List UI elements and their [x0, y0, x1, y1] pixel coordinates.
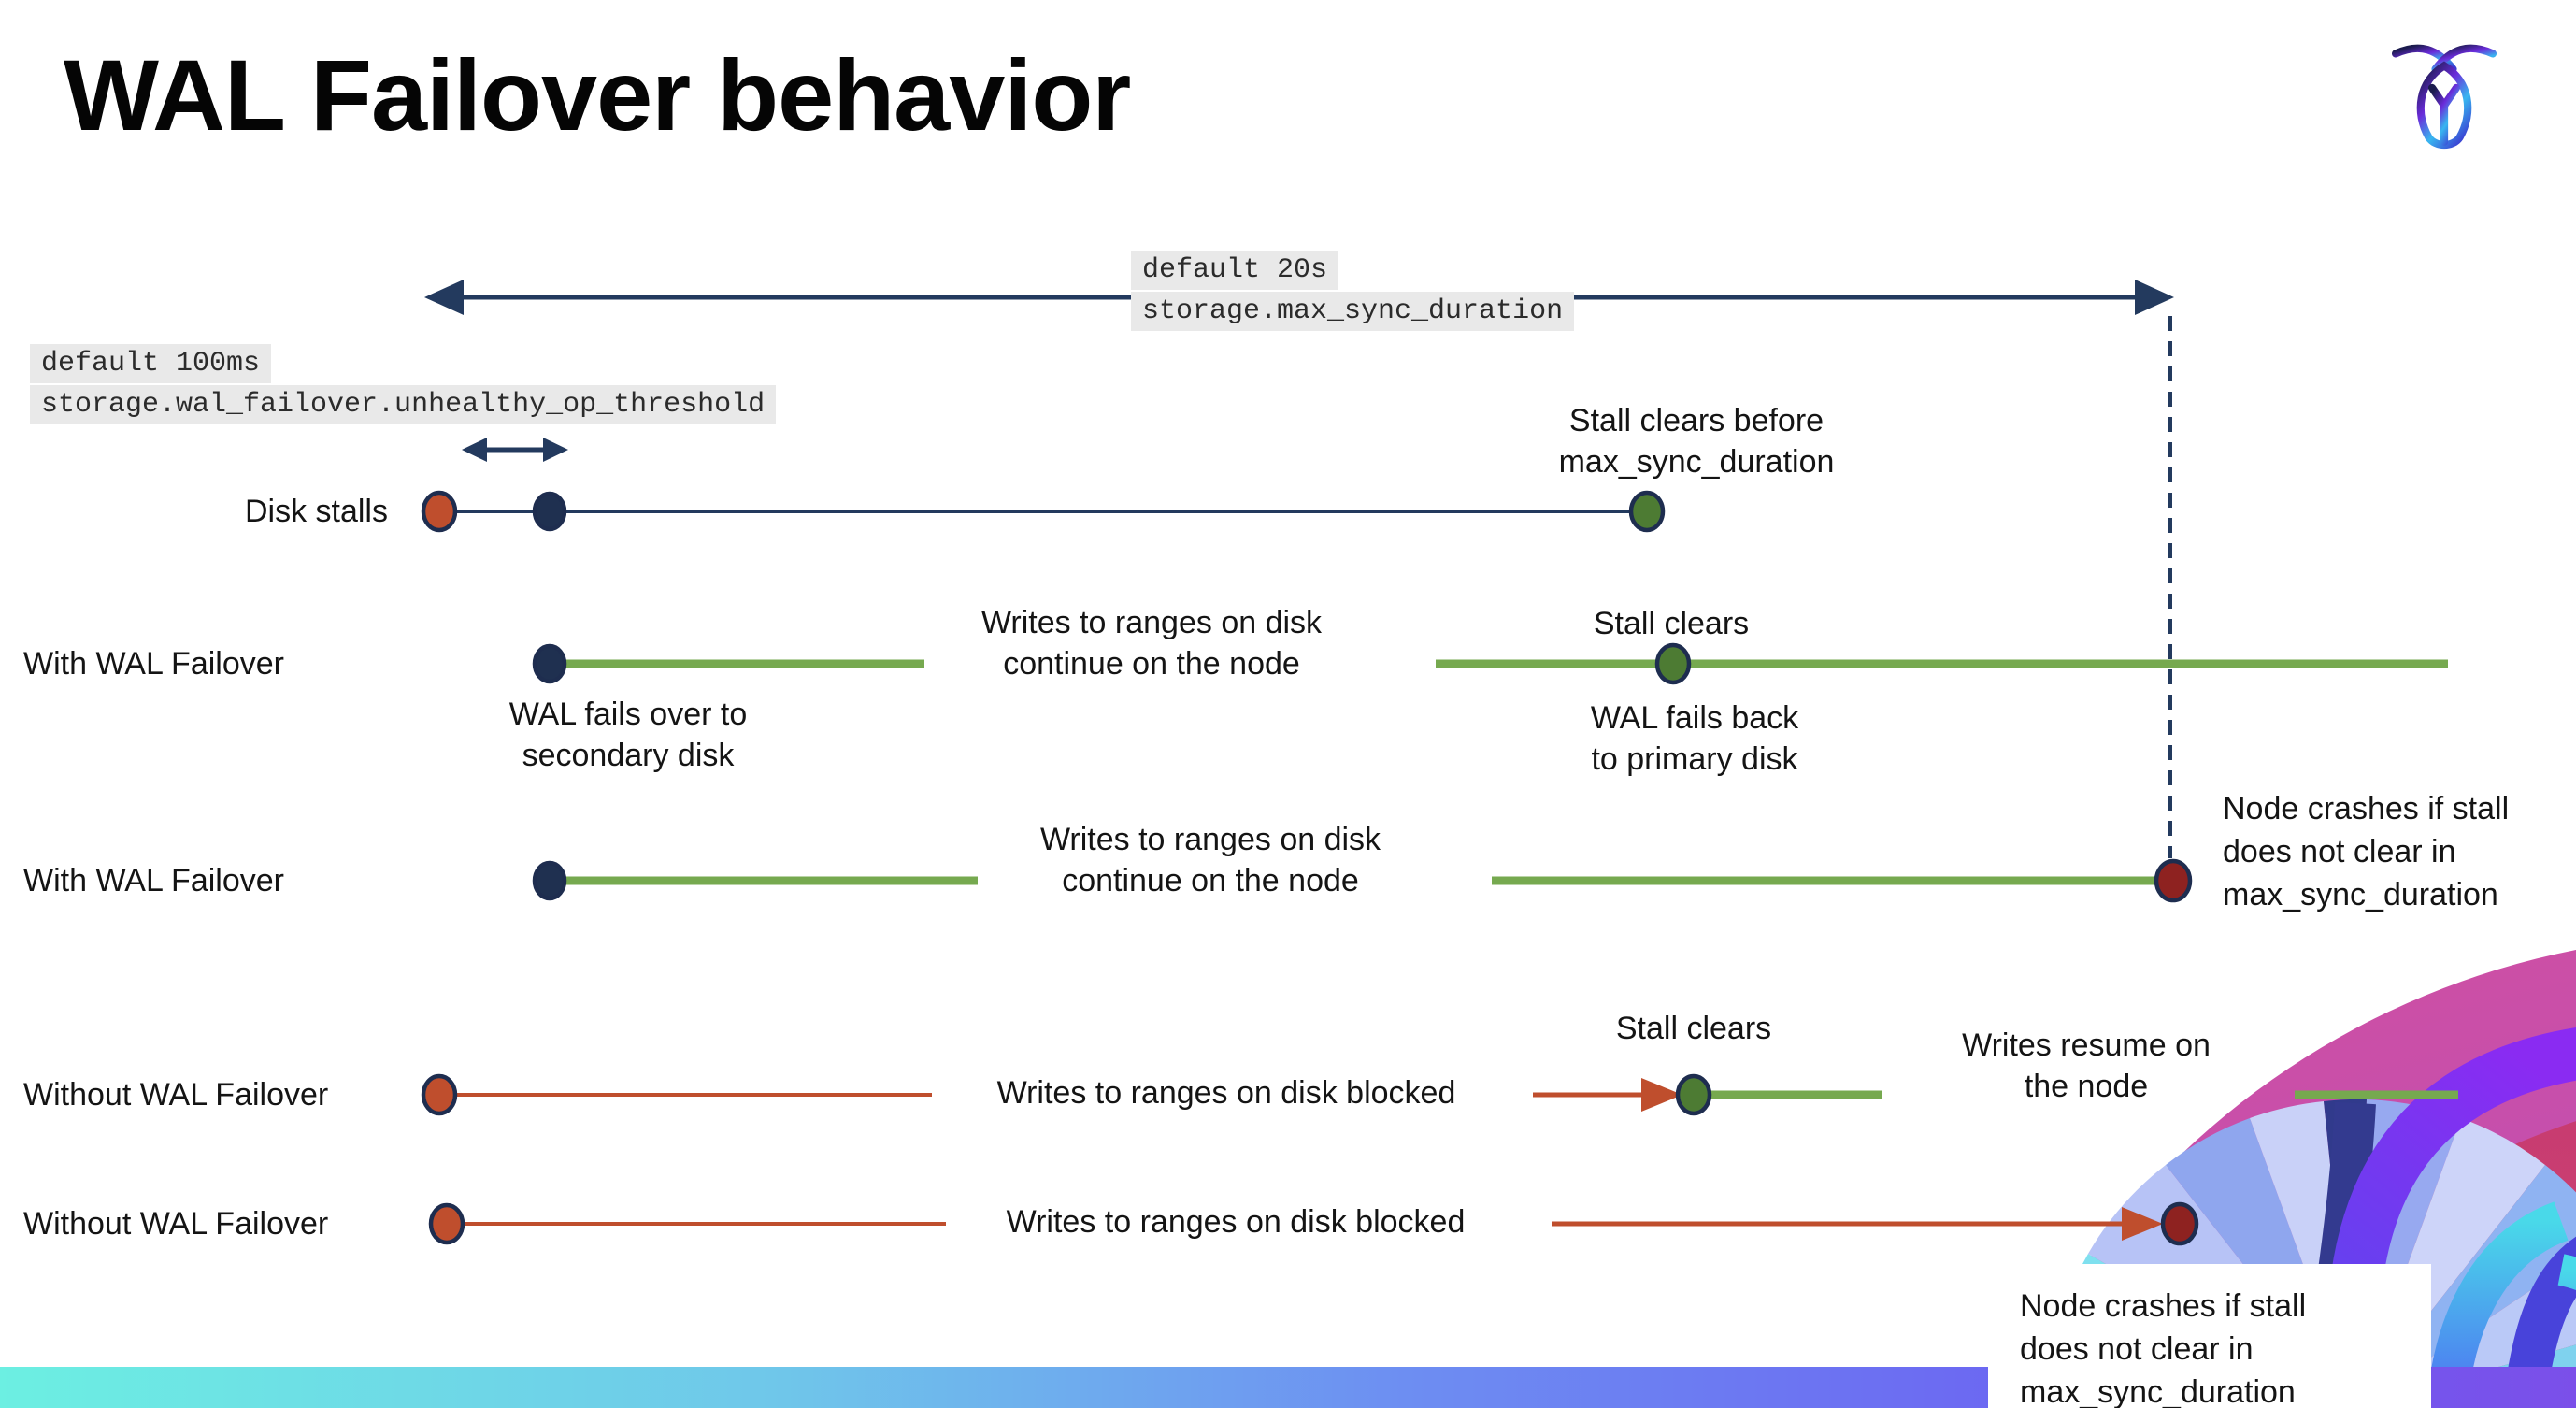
cockroach-labs-logo-icon — [2391, 44, 2497, 150]
stall-clears-dot — [1654, 642, 1692, 685]
node-crash-dot — [2154, 858, 2193, 903]
stall-clears-dot — [1628, 490, 1666, 533]
row-with-wal-failover-crash — [532, 858, 2193, 903]
annotation-writes-continue-1: Writes to ranges on disk continue on the… — [980, 605, 1323, 682]
stall-clears-dot — [1675, 1073, 1712, 1116]
disk-stall-start-dot — [421, 490, 458, 533]
threshold-dot — [532, 491, 567, 532]
failover-dot — [532, 860, 567, 901]
annotation-wal-fails-over: WAL fails over to secondary disk — [508, 697, 748, 773]
annotation-stall-clears-2: Stall clears — [1615, 1011, 1772, 1046]
row-without-wal-failover-clears — [421, 1073, 2458, 1116]
arrowhead-right — [2135, 280, 2174, 315]
unhealthy-op-threshold-arrow — [462, 438, 568, 462]
annotation-stall-clears-1: Stall clears — [1593, 606, 1750, 641]
node-crash-dot — [2160, 1201, 2199, 1246]
unhealthy-op-threshold-label: default 100ms storage.wal_failover.unhea… — [30, 344, 777, 426]
row-label-with-wal-failover-2: With WAL Failover — [23, 863, 284, 898]
row-with-wal-failover-clears — [532, 642, 2448, 685]
annotation-wal-fails-back: WAL fails back to primary disk — [1590, 700, 1799, 777]
max-sync-duration-label: default 20s storage.max_sync_duration — [1131, 251, 1575, 333]
threshold-setting-name: storage.wal_failover.unhealthy_op_thresh… — [30, 385, 777, 424]
page-title: WAL Failover behavior — [64, 38, 1131, 151]
annotation-writes-resume: Writes resume on the node — [1962, 1027, 2211, 1104]
arrowhead-left — [424, 280, 464, 315]
blocked-arrowhead — [2122, 1207, 2163, 1241]
annotation-node-crashes-1: Node crashes if stall does not clear in … — [2223, 791, 2510, 912]
annotation-stall-clears-before: Stall clears before max_sync_duration — [1558, 403, 1835, 480]
crash-note-box: Node crashes if stall does not clear in … — [1988, 1264, 2431, 1408]
row-label-without-wal-failover-2: Without WAL Failover — [23, 1206, 329, 1242]
row-without-wal-failover-crash — [428, 1201, 2199, 1246]
annotation-writes-blocked-2: Writes to ranges on disk blocked — [1006, 1204, 1466, 1240]
max-sync-setting-name: storage.max_sync_duration — [1131, 292, 1575, 331]
row-label-with-wal-failover-1: With WAL Failover — [23, 646, 284, 682]
failover-dot — [532, 643, 567, 684]
annotation-writes-blocked-1: Writes to ranges on disk blocked — [996, 1075, 1456, 1111]
row-disk-stalls — [421, 490, 1666, 533]
disk-stall-start-dot — [428, 1202, 465, 1245]
blocked-arrowhead — [1641, 1078, 1682, 1112]
row-label-without-wal-failover-1: Without WAL Failover — [23, 1077, 329, 1113]
annotation-writes-continue-2: Writes to ranges on disk continue on the… — [1039, 822, 1381, 898]
max-sync-default-value: default 20s — [1131, 251, 1339, 290]
row-label-disk-stalls: Disk stalls — [244, 494, 388, 529]
crash-note-text: Node crashes if stall does not clear in … — [2020, 1288, 2307, 1408]
threshold-default-value: default 100ms — [30, 344, 272, 383]
disk-stall-start-dot — [421, 1073, 458, 1116]
